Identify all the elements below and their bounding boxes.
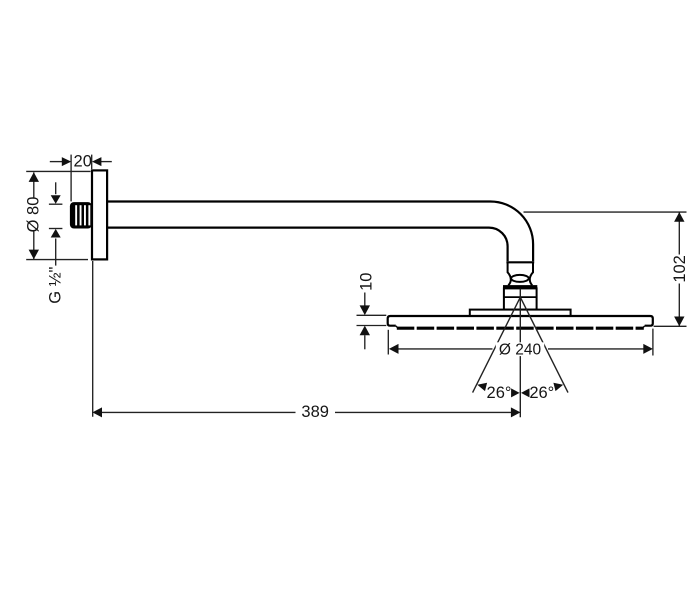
svg-text:G ½": G ½" [47,267,65,304]
svg-text:389: 389 [301,403,329,421]
svg-text:102: 102 [671,255,689,283]
svg-text:10: 10 [357,273,375,291]
svg-text:Ø 240: Ø 240 [499,342,542,359]
svg-text:26°: 26° [487,384,512,402]
svg-text:26°: 26° [529,384,554,402]
svg-text:20: 20 [74,153,92,171]
svg-text:Ø 80: Ø 80 [24,197,42,233]
